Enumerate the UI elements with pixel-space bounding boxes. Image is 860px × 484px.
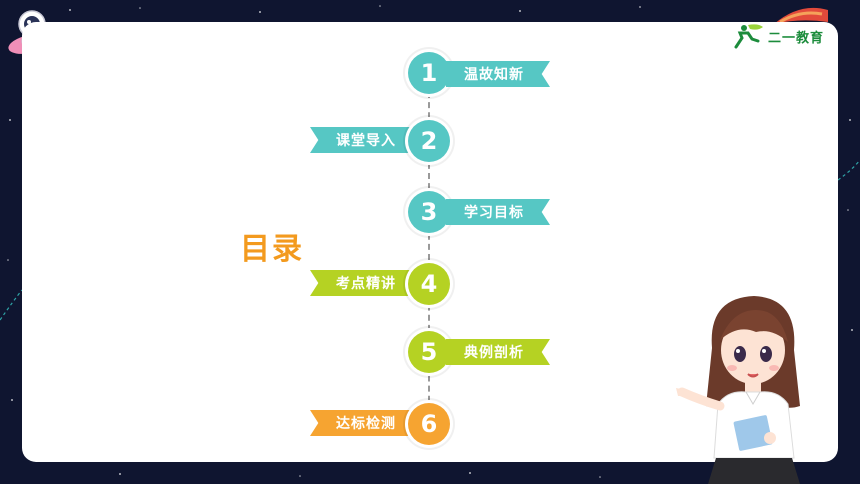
toc-item-4-number[interactable]: 4 [408,263,450,305]
toc-item-1-label[interactable]: 温故知新 [446,61,550,87]
content-card [22,22,838,462]
rocket-icon [774,7,828,24]
runner-logo-icon [734,24,763,49]
toc-item-6-label[interactable]: 达标检测 [310,410,414,436]
toc-item-1-number[interactable]: 1 [408,52,450,94]
toc-item-5-number[interactable]: 5 [408,331,450,373]
toc-item-3-number[interactable]: 3 [408,191,450,233]
brand-name: 二一教育 [768,30,825,46]
toc-item-6-number[interactable]: 6 [408,403,450,445]
timeline-spine [428,92,430,422]
page-title: 目录 [240,232,304,267]
toc-item-2-number[interactable]: 2 [408,120,450,162]
brand-logo: 二一教育 [730,22,840,50]
cartoon-girl-illustration [676,296,800,484]
toc-item-2-label[interactable]: 课堂导入 [310,127,414,153]
toc-item-3-label[interactable]: 学习目标 [446,199,550,225]
toc-item-4-label[interactable]: 考点精讲 [310,270,414,296]
toc-item-5-label[interactable]: 典例剖析 [446,339,550,365]
